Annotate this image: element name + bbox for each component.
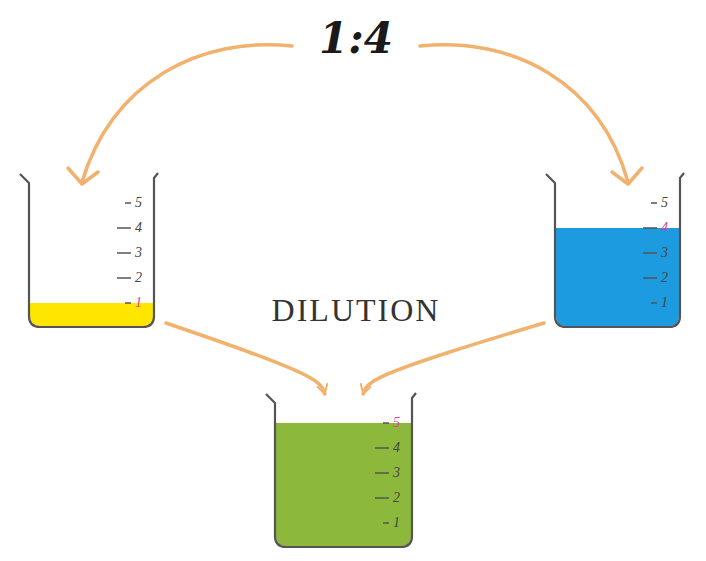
ratio-title: 1:4 <box>319 14 393 64</box>
beaker-glass <box>546 173 684 327</box>
graduation-tick <box>643 252 657 254</box>
graduation-number: 3 <box>661 245 668 261</box>
graduation-number: 1 <box>393 515 400 531</box>
graduation-number: 2 <box>393 490 400 506</box>
graduation-tick <box>651 302 657 304</box>
graduation-tick <box>383 422 389 424</box>
graduation-tick <box>125 202 131 204</box>
graduation-tick <box>117 227 131 229</box>
graduation-tick <box>375 447 389 449</box>
liquid <box>556 228 679 326</box>
graduation-tick <box>375 497 389 499</box>
ratio-arrow-right <box>420 45 628 182</box>
graduation-tick <box>117 252 131 254</box>
graduation-tick <box>383 522 389 524</box>
beaker-outline <box>264 388 424 553</box>
yellow-beaker: 5 4 3 2 1 <box>18 168 166 333</box>
beaker-glass <box>266 393 416 547</box>
graduation-tick <box>643 227 657 229</box>
graduation-number: 4 <box>135 220 142 236</box>
graduation-number: 5 <box>135 195 142 211</box>
graduation-number: 4 <box>393 440 400 456</box>
liquid <box>30 303 153 326</box>
graduation-tick <box>651 202 657 204</box>
graduation-number: 3 <box>393 465 400 481</box>
process-label: DILUTION <box>268 292 445 328</box>
green-beaker: 5 4 3 2 1 <box>264 388 424 553</box>
graduation-tick <box>643 277 657 279</box>
graduation-number: 3 <box>135 245 142 261</box>
ratio-arrowhead-right <box>612 168 642 184</box>
graduation-number: 1 <box>661 295 668 311</box>
graduation-number: 5 <box>661 195 668 211</box>
graduation-number: 5 <box>393 415 400 431</box>
liquid <box>276 423 411 546</box>
graduation-number: 2 <box>135 270 142 286</box>
ratio-arrowhead-left <box>68 168 98 184</box>
graduation-number: 1 <box>135 295 142 311</box>
ratio-arrow-left <box>82 45 292 182</box>
dilution-arrow <box>363 323 544 394</box>
graduation-tick <box>125 302 131 304</box>
dilution-arrow <box>166 323 325 394</box>
graduation-number: 2 <box>661 270 668 286</box>
beaker-outline <box>18 168 166 333</box>
blue-beaker: 5 4 3 2 1 <box>544 168 692 333</box>
beaker-glass <box>20 173 158 327</box>
graduation-number: 4 <box>661 220 668 236</box>
beaker-outline <box>544 168 692 333</box>
graduation-tick <box>117 277 131 279</box>
graduation-tick <box>375 472 389 474</box>
